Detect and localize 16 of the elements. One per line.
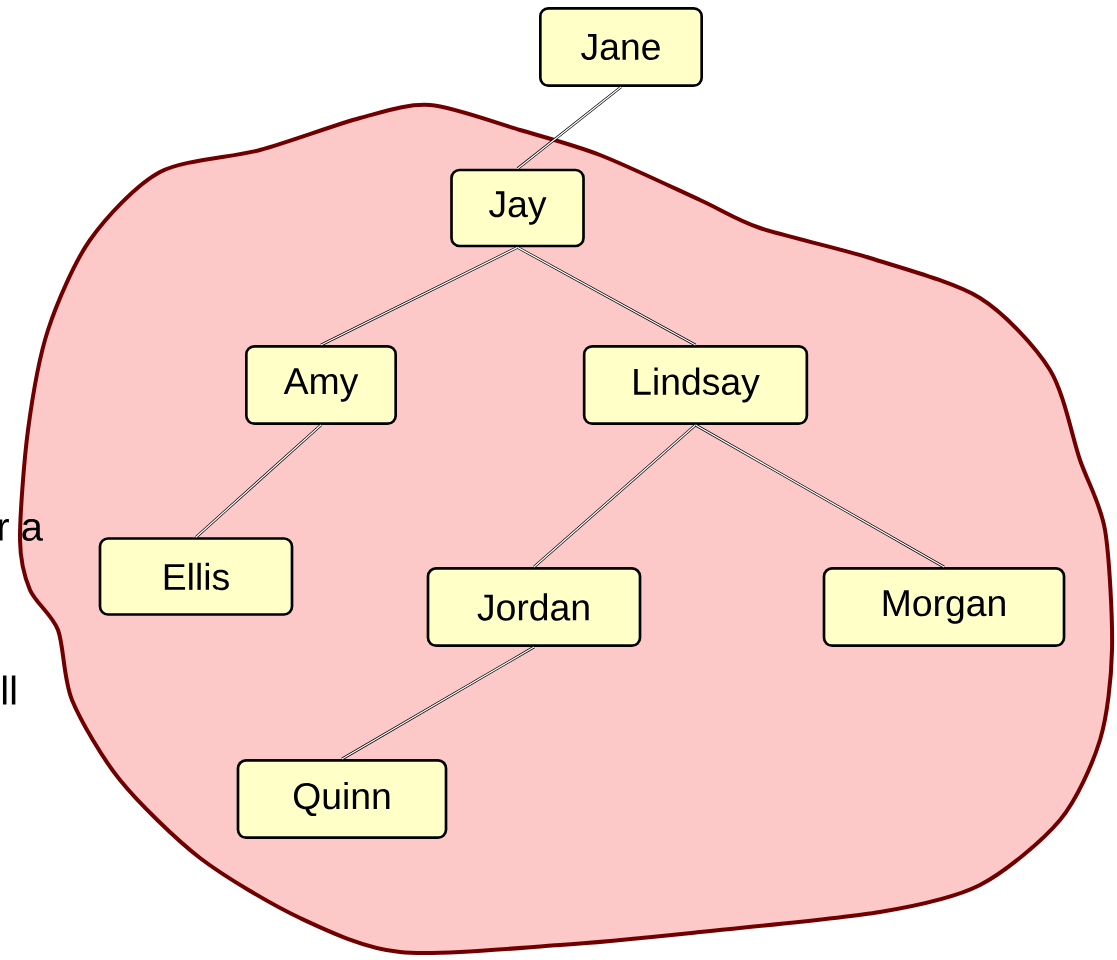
connector-line [320,246,519,347]
connector-line [516,85,622,170]
name-box: Lindsay [582,345,809,425]
connector-line [195,424,322,539]
name-box: Morgan [822,567,1066,647]
name-box: Quinn [236,759,448,839]
name-box: Jane [539,7,703,87]
name-box: Jay [450,168,585,248]
connector-line [694,423,945,569]
connector-line [341,645,535,761]
connector-line [516,246,697,347]
name-box: Amy [245,345,397,425]
name-box: Jordan [426,567,642,647]
name-box: Ellis [98,537,294,616]
connector-line [533,424,697,568]
text-fragment: ll [2,675,16,705]
